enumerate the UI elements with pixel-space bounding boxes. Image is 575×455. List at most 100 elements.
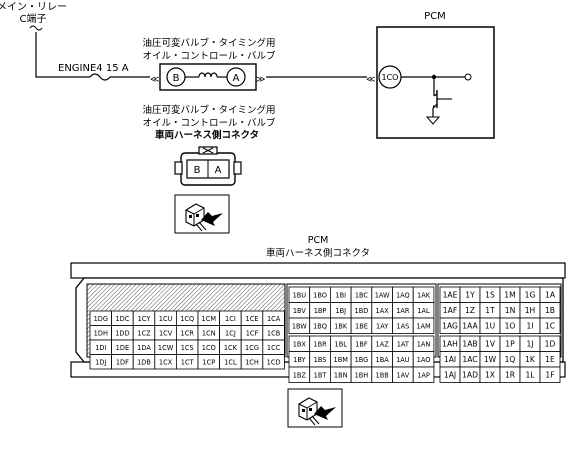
pin-label: 1CP [202,358,215,366]
pin-label: 1BG [355,356,369,364]
valve-title-line2: オイル・コントロール・バルブ [142,50,276,62]
pin-label: 1N [505,306,516,315]
pin-label: 1CJ [225,329,236,337]
ground-icon [425,116,441,125]
pin-label: 1BR [313,340,327,348]
pin-label: 1BO [313,291,327,299]
pin-label: 1CG [245,344,259,352]
pin-label: 1CS [181,344,194,352]
pin-label: 1CM [202,315,217,323]
valve-connector-title-line1: 油圧可変バルブ・タイミング用 [142,104,275,116]
pin-label: 1AJ [444,370,456,379]
pin-label: 1CX [159,358,173,366]
pin-label: 1I [526,321,533,330]
pin-label: 1AS [396,322,409,330]
pin-label: 1DE [116,344,129,352]
pin-cell [539,366,561,383]
pin-cell [412,317,435,334]
pin-label: 1M [504,290,515,299]
valve-connector-title-line2: オイル・コントロール・バルブ [142,117,276,129]
fuse-label: ENGINE4 15 A [58,63,129,74]
pin-label: 1BI [335,291,346,299]
pin-label: 1BN [334,371,348,379]
connector-chevron-right: ≫ [256,75,265,85]
pin-label: 1S [485,290,495,299]
pin-label: 1CO [202,344,216,352]
pin-label: 1BK [334,322,348,330]
pin-label: 1CA [267,315,281,323]
pin-label: 1AA [462,321,478,330]
pin-label: 1DD [115,329,129,337]
pin-label: 1AE [443,290,458,299]
pin-label: 1CL [224,358,237,366]
pin-label: 1AM [416,322,431,330]
pin-label: 1AR [396,307,410,315]
pin-label: 1BU [293,291,307,299]
pin-label: 1AD [462,370,478,379]
pin-label: 1AP [417,371,430,379]
internal-terminal [464,73,472,81]
pin-label: 1DB [137,358,151,366]
pin-label: 1AU [396,356,410,364]
pin-label: 1AW [375,291,390,299]
view-direction-icon [174,194,230,234]
pin-label: 1BV [293,307,307,315]
pin-label: 1AO [417,356,431,364]
pin-label: 1CQ [180,315,194,323]
pin-label: 1DH [94,329,108,337]
pin-label: 1B [545,306,555,315]
solenoid-coil-symbol [198,72,218,78]
pin-label: 1DG [94,315,108,323]
pin-label: 1CH [245,358,259,366]
pin-label: 1AN [417,340,431,348]
pin-label: 1F [545,370,554,379]
pin-label: 1CE [246,315,259,323]
pin-label: 1BF [355,340,368,348]
pin-cell [539,317,561,334]
relay-terminal-symbol [29,25,43,31]
pin-label: 1L [525,370,535,379]
valve-pin-a-circle [226,67,246,87]
pin-label: 1BT [314,371,328,379]
pin-label: 1CF [246,329,259,337]
pin-label: 1CK [224,344,238,352]
valve-connector-pin-b: B [194,165,201,176]
pin-label: 1AB [462,339,477,348]
pin-label: 1BE [355,322,368,330]
pin-label: 1BS [314,356,327,364]
pin-label: 1CD [267,358,281,366]
pin-cell [412,366,435,383]
pcm-title: PCM [424,11,446,22]
pcm-view-direction-icon [287,388,343,428]
pin-label: 1CB [267,329,281,337]
valve-title-line1: 油圧可変バルブ・タイミング用 [142,37,275,49]
pin-label: 1CN [202,329,216,337]
pin-label: 1U [485,321,495,330]
valve-pin-a-label: A [233,73,240,84]
wire-relay-to-fuse [35,32,90,78]
pcm-connector-chevron: ≪ [366,75,375,85]
pin-label: 1BJ [335,307,346,315]
pin-label: 1AZ [376,340,390,348]
pin-label: 1BW [292,322,307,330]
pin-label: 1BC [355,291,369,299]
pin-label: 1BH [355,371,369,379]
pin-label: 1CC [267,344,281,352]
main-relay-terminal-label: C端子 [20,12,47,25]
pin-cell [262,354,285,370]
pin-label: 1E [545,355,555,364]
valve-pin-b-label: B [173,73,180,84]
pin-label: 1CR [181,329,195,337]
pin-label: 1W [484,355,497,364]
pin-label: 1DJ [95,358,106,366]
pin-label: 1T [485,306,495,315]
pin-label: 1R [505,370,516,379]
transistor-collector [433,93,438,97]
pin-label: 1AC [462,355,477,364]
pin-label: 1CY [138,315,152,323]
pin-label: 1G [525,290,536,299]
pin-label: 1DF [116,358,129,366]
pin-label: 1V [485,339,496,348]
pin-label: 1K [525,355,536,364]
